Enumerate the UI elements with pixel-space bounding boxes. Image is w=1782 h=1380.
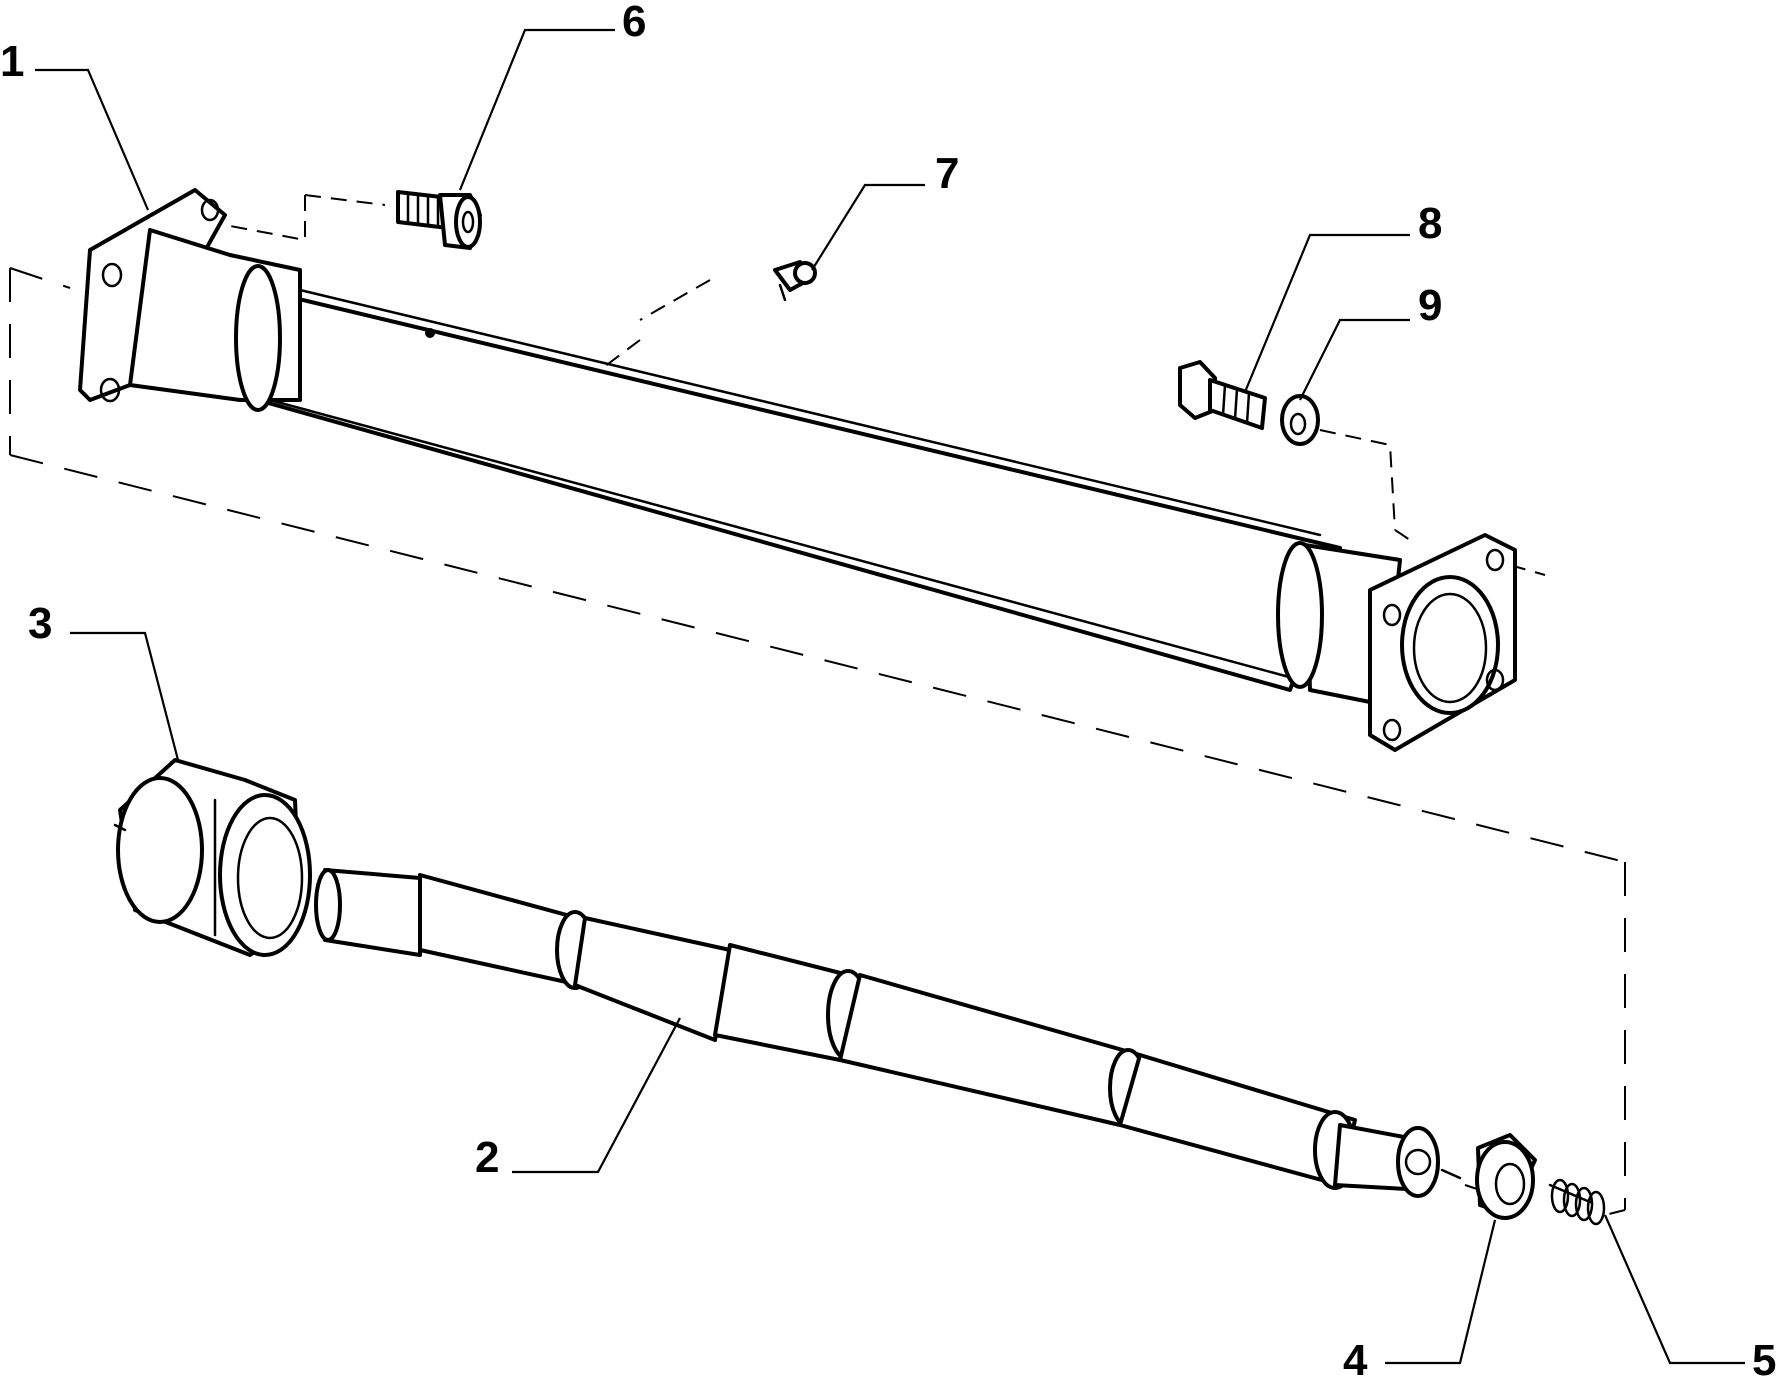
part-7-grease-nipple xyxy=(773,260,817,302)
callout-4: 4 xyxy=(1343,1336,1368,1380)
leader-5 xyxy=(1603,1214,1745,1365)
part-2-shaft xyxy=(314,868,1462,1198)
part-8-hex-bolt xyxy=(1178,360,1267,430)
part-9-washer xyxy=(1280,394,1320,446)
leader-8 xyxy=(1243,233,1410,393)
leader-1 xyxy=(35,68,150,211)
callout-7: 7 xyxy=(935,149,959,198)
leader-lines xyxy=(35,28,1745,1365)
part-3-bushing xyxy=(113,758,312,957)
leader-6 xyxy=(458,28,615,191)
callout-8: 8 xyxy=(1418,199,1442,248)
leader-4 xyxy=(1385,1219,1497,1365)
leader-9 xyxy=(1299,318,1410,401)
callout-5: 5 xyxy=(1752,1336,1776,1380)
part-5-spring xyxy=(1548,1178,1606,1226)
callout-6: 6 xyxy=(622,0,646,46)
part-1-housing-tube xyxy=(78,188,1517,752)
callout-2: 2 xyxy=(475,1133,499,1182)
part-4-cap xyxy=(1475,1133,1537,1220)
part-6-cap-screw xyxy=(396,190,482,250)
callout-3: 3 xyxy=(28,599,52,648)
callout-9: 9 xyxy=(1418,281,1442,330)
leader-3 xyxy=(70,631,180,761)
leader-2 xyxy=(512,1017,681,1174)
leader-7 xyxy=(811,183,925,271)
callout-1: 1 xyxy=(0,37,24,86)
